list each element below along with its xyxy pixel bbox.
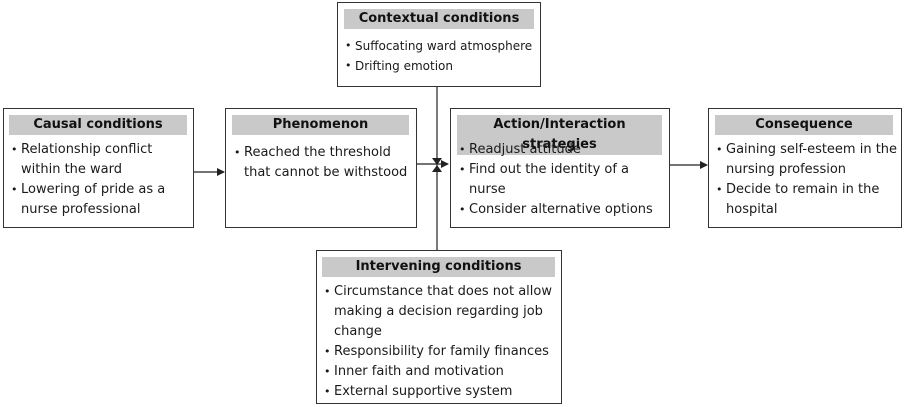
list-item: Find out the identity of a nurse: [459, 160, 667, 200]
consequence-list: Gaining self-esteem in the nursing profe…: [716, 140, 900, 220]
intervening-conditions-title: Intervening conditions: [322, 257, 555, 277]
list-item: External supportive system: [324, 382, 558, 402]
list-item: Readjust attitude: [459, 140, 667, 160]
action-interaction-list: Readjust attitude Find out the identity …: [459, 140, 667, 220]
causal-conditions-box: Causal conditions Relationship conflict …: [3, 108, 194, 228]
intervening-conditions-list: Circumstance that does not allow making …: [324, 282, 558, 402]
contextual-conditions-list: Suffocating ward atmosphere Drifting emo…: [345, 36, 537, 76]
list-item: Suffocating ward atmosphere: [345, 36, 537, 56]
causal-conditions-title: Causal conditions: [9, 115, 187, 135]
list-item: Gaining self-esteem in the nursing profe…: [716, 140, 900, 180]
contextual-conditions-title: Contextual conditions: [344, 9, 534, 29]
consequence-box: Consequence Gaining self-esteem in the n…: [708, 108, 902, 228]
list-item: Drifting emotion: [345, 56, 537, 76]
intervening-conditions-box: Intervening conditions Circumstance that…: [316, 250, 562, 404]
intervening-up-arrowhead: [432, 165, 442, 172]
contextual-conditions-box: Contextual conditions Suffocating ward a…: [337, 2, 541, 87]
consequence-title: Consequence: [715, 115, 893, 135]
contextual-down-arrowhead: [432, 158, 442, 165]
list-item: Consider alternative options: [459, 200, 667, 220]
list-item: Relationship conflict within the ward: [11, 140, 191, 180]
phenomenon-box: Phenomenon Reached the threshold that ca…: [225, 108, 417, 228]
phenomenon-title: Phenomenon: [232, 115, 409, 135]
list-item: Reached the threshold that cannot be wit…: [234, 143, 414, 183]
list-item: Responsibility for family finances: [324, 342, 558, 362]
phenomenon-list: Reached the threshold that cannot be wit…: [234, 143, 414, 183]
list-item: Inner faith and motivation: [324, 362, 558, 382]
causal-conditions-list: Relationship conflict within the ward Lo…: [11, 140, 191, 220]
list-item: Lowering of pride as a nurse professiona…: [11, 180, 191, 220]
list-item: Circumstance that does not allow making …: [324, 282, 558, 342]
list-item: Decide to remain in the hospital: [716, 180, 900, 220]
action-interaction-box: Action/Interaction strategies Readjust a…: [450, 108, 670, 228]
